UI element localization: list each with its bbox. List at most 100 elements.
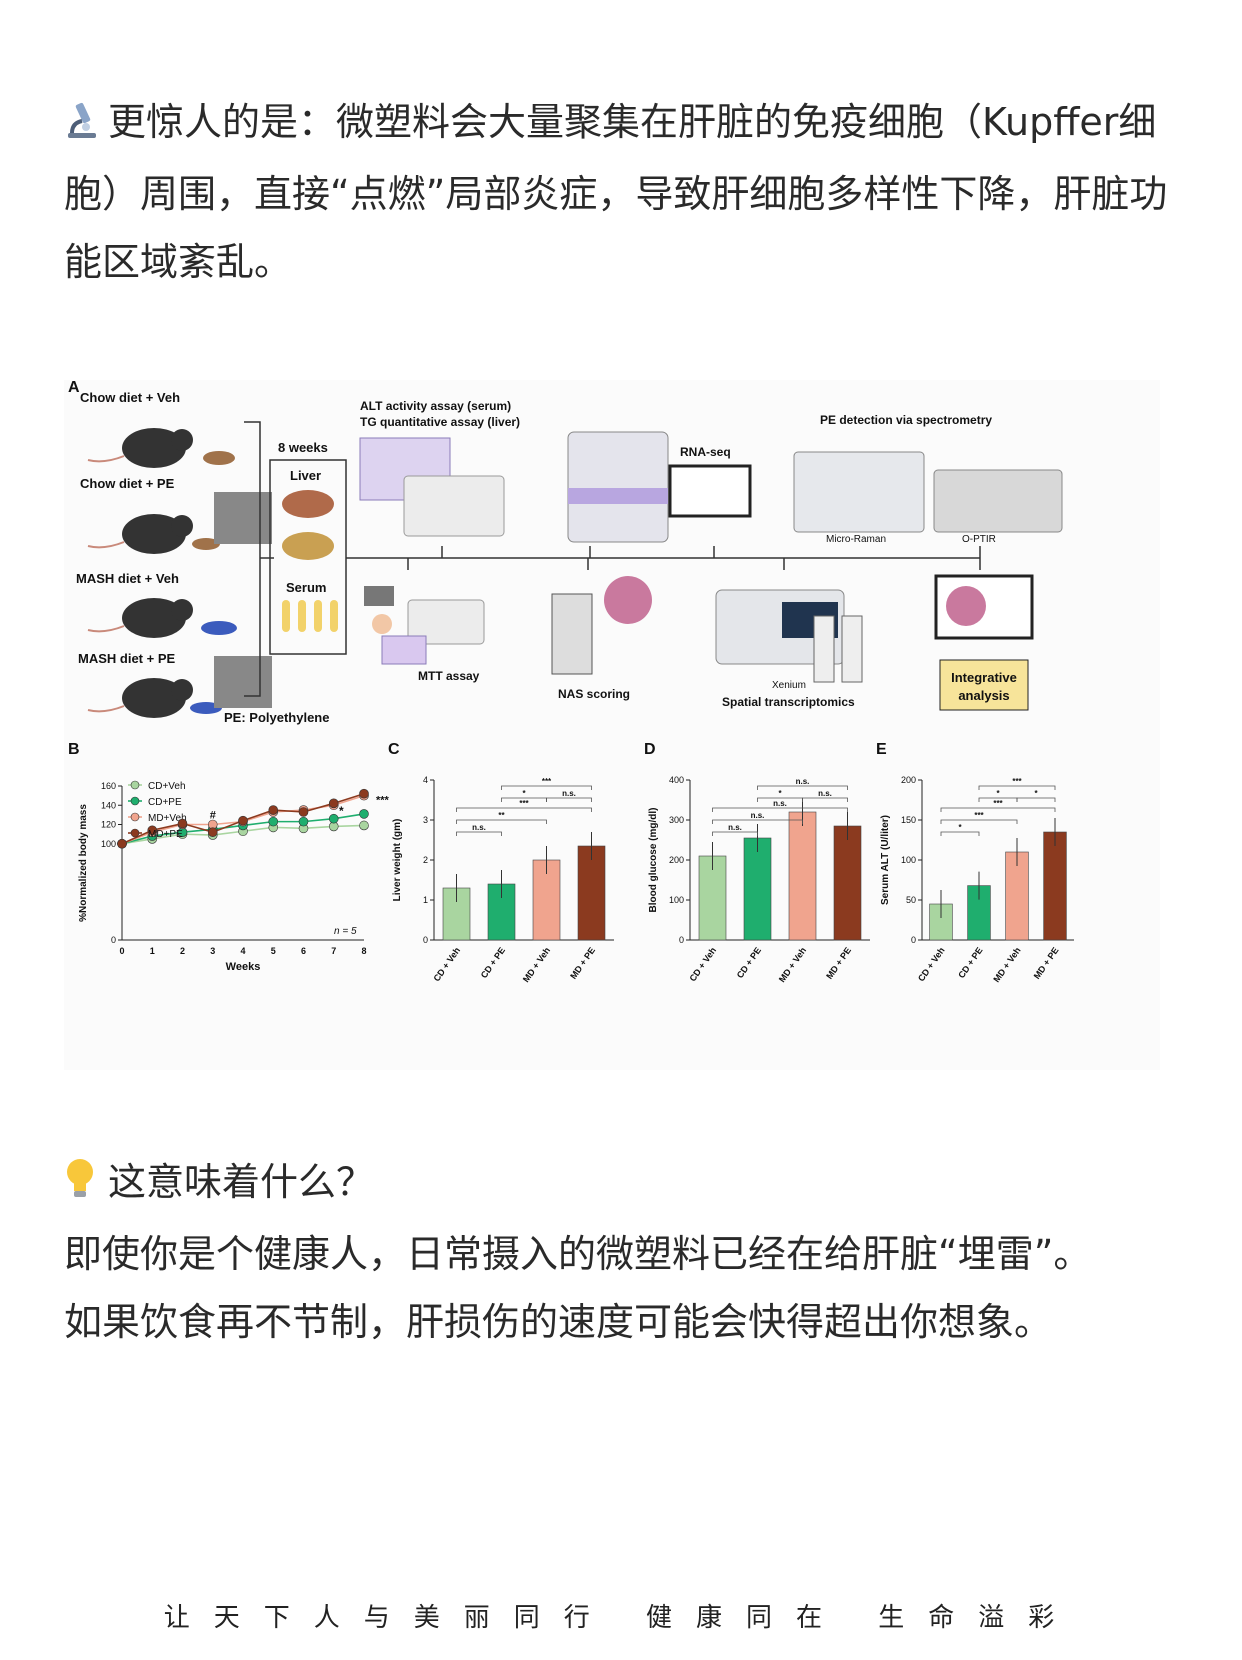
panel-b-xlabel: Weeks: [226, 961, 261, 973]
panel-c-sig-label: ***: [542, 777, 552, 786]
panel-b-legend-label: MD+Veh: [148, 813, 187, 824]
panel-b-point: [268, 816, 279, 827]
panel-b-point: [207, 827, 218, 838]
panel-d-xtick-label: MD + PE: [824, 945, 853, 980]
micro-raman-icon: [793, 451, 925, 533]
duration-label: 8 weeks: [278, 440, 328, 455]
panel-c-sig-bracket: [546, 797, 592, 802]
panel-c-sig-label: ***: [519, 799, 529, 808]
panel-b-ytick-label: 100: [101, 839, 116, 849]
panel-e-sig-label: *: [1034, 789, 1038, 798]
mtt-reader-icon: [407, 599, 485, 645]
panel-b-point: [117, 838, 127, 849]
intro-text: 更惊人的是：微塑料会大量聚集在肝脏的免疫细胞（Kupffer细胞）周围，直接“点…: [64, 100, 1168, 284]
panel-b-point: [268, 805, 279, 815]
panel-b-point: [238, 815, 248, 826]
rnaseq-label: RNA-seq: [680, 445, 731, 459]
panel-d-xtick-label: MD + Veh: [777, 945, 808, 984]
footer-slogan: 让天下人与美丽同行 健康同在 生命溢彩: [163, 1603, 1079, 1633]
panel-e-ytick-label: 100: [901, 855, 916, 865]
lightbulb-icon: [64, 1152, 108, 1220]
panel-e-xtick-label: CD + Veh: [916, 945, 947, 983]
panel-c-sig-label: *: [522, 789, 526, 798]
panel-e-sig-label: ***: [1012, 777, 1022, 786]
spatial-label: Spatial transcriptomics: [722, 695, 855, 709]
panel-e-ytick-label: 150: [901, 815, 916, 825]
panel-d-sig-label: *: [778, 789, 782, 798]
panel-b-point: [328, 798, 339, 809]
panel-b-xtick-label: 7: [331, 946, 336, 956]
panel-e-xtick-label: MD + PE: [1032, 945, 1061, 980]
panel-b-point: [359, 809, 369, 819]
panel-d-sig-label: n.s.: [796, 777, 810, 786]
panel-b-point: [177, 818, 188, 829]
panel-d-ytick-label: 0: [679, 935, 684, 945]
panel-b-ytick-label: 160: [101, 781, 116, 791]
panel-e-sig-bracket: [978, 785, 1056, 790]
panel-b-point: [298, 816, 309, 827]
panel-d-ytick-label: 300: [669, 815, 684, 825]
panel-c-bar: [577, 845, 606, 941]
optir-label: O-PTIR: [962, 534, 996, 545]
panel-b-point: [359, 820, 369, 831]
panel-d-label: D: [644, 741, 656, 758]
panel-c-xtick-label: CD + Veh: [431, 945, 462, 983]
panel-e-sig-label: *: [996, 789, 1000, 798]
panel-b-xtick-label: 6: [301, 946, 306, 956]
panel-c-sig-bracket: [456, 819, 547, 824]
serum-label: Serum: [286, 580, 326, 595]
panel-e-sig-label: *: [958, 823, 962, 832]
group-label-1: Chow diet + Veh: [80, 390, 180, 405]
panel-b-xtick-label: 0: [119, 946, 124, 956]
serum-tubes-icon: [282, 600, 338, 632]
panel-b-point: [359, 788, 369, 799]
panel-b-point: [298, 807, 309, 817]
panel-c-xtick-label: MD + PE: [568, 945, 597, 980]
panel-e-ytick-label: 0: [911, 935, 916, 945]
group-label-4: MASH diet + PE: [78, 651, 175, 666]
panel-e-xtick-label: CD + PE: [956, 945, 984, 980]
panel-d-sig-label: n.s.: [818, 789, 832, 798]
panel-c-sig-bracket: [501, 785, 592, 790]
panel-b-xtick-label: 4: [240, 946, 245, 956]
panel-d-sig-label: n.s.: [773, 799, 787, 808]
pe-note: PE: Polyethylene: [224, 710, 329, 725]
panel-b-point: [147, 825, 158, 836]
panel-e-xtick-label: MD + Veh: [991, 945, 1022, 984]
panel-b-legend-marker: [130, 780, 140, 790]
integrative-box: [939, 659, 1029, 711]
liver-fatty-icon: [282, 532, 334, 560]
panel-b-xtick-label: 2: [180, 946, 185, 956]
integrative-label-1: Integrative: [951, 670, 1017, 685]
panel-b-legend-marker: [130, 812, 140, 822]
panel-d-sig-label: n.s.: [728, 823, 742, 832]
panel-c-sig-label: n.s.: [472, 823, 486, 832]
integrative-label-2: analysis: [958, 688, 1009, 703]
panel-d-sig-bracket: [712, 819, 803, 824]
panel-d-ytick-label: 400: [669, 775, 684, 785]
panel-d-bar: [788, 811, 817, 941]
panel-d-ytick-label: 200: [669, 855, 684, 865]
panel-e-sig-bracket: [940, 819, 1018, 824]
panel-e-sig-bracket: [1016, 797, 1056, 802]
panel-e-sig-label: ***: [993, 799, 1003, 808]
mtt-label: MTT assay: [418, 669, 480, 683]
panel-c-sig-label: **: [498, 811, 505, 820]
nas-label: NAS scoring: [558, 687, 630, 701]
tg-assay-label: TG quantitative assay (liver): [360, 415, 520, 429]
panel-d-sig-label: n.s.: [751, 811, 765, 820]
panel-b-legend-label: CD+Veh: [148, 781, 186, 792]
panel-d-xtick-label: CD + PE: [735, 945, 763, 980]
panel-b-annotation: ***: [376, 794, 390, 806]
panel-d-ytick-label: 100: [669, 895, 684, 905]
panel-c-ylabel: Liver weight (gm): [392, 819, 403, 902]
sample-box: [269, 459, 347, 655]
panel-d-bar: [833, 825, 862, 941]
panel-b-legend-marker: [130, 796, 140, 806]
panel-b-legend-marker: [130, 828, 140, 838]
panel-b-xtick-label: 5: [271, 946, 276, 956]
plate-reader-icon: [403, 475, 505, 537]
